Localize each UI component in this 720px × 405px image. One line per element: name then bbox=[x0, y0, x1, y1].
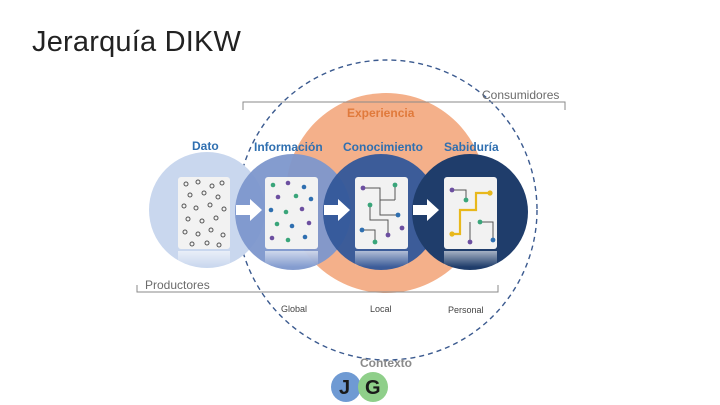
local-label: Local bbox=[370, 304, 392, 314]
colored-dots-icon bbox=[268, 180, 314, 243]
wisdom-label: Sabiduría bbox=[444, 140, 499, 154]
knowledge-card bbox=[355, 177, 408, 267]
producers-label: Productores bbox=[145, 278, 210, 292]
scatter-dots-icon bbox=[181, 179, 227, 248]
data-label: Dato bbox=[192, 139, 219, 153]
slide-title: Jerarquía DIKW bbox=[32, 26, 242, 58]
personal-label: Personal bbox=[448, 305, 484, 315]
network-nodes bbox=[359, 182, 405, 245]
information-label: Información bbox=[254, 140, 323, 154]
wisdom-card bbox=[444, 177, 497, 267]
logo-letter-j: J bbox=[339, 377, 350, 399]
consumers-bracket bbox=[242, 101, 566, 110]
data-card bbox=[178, 177, 230, 267]
network-icon bbox=[362, 185, 398, 242]
consumers-label: Consumidores bbox=[482, 88, 559, 102]
global-label: Global bbox=[281, 304, 307, 314]
arrow-right-icon bbox=[413, 199, 439, 221]
arrow-right-icon bbox=[324, 199, 350, 221]
producers-bracket bbox=[136, 285, 499, 293]
logo-letter-g: G bbox=[365, 377, 381, 399]
experience-label: Experiencia bbox=[347, 106, 415, 120]
path-network-icon bbox=[452, 189, 494, 242]
context-label: Contexto bbox=[360, 356, 412, 370]
path-nodes bbox=[449, 187, 496, 245]
information-card bbox=[265, 177, 318, 267]
arrow-right-icon bbox=[236, 199, 262, 221]
jg-logo: J G bbox=[331, 372, 388, 402]
knowledge-label: Conocimiento bbox=[343, 140, 423, 154]
